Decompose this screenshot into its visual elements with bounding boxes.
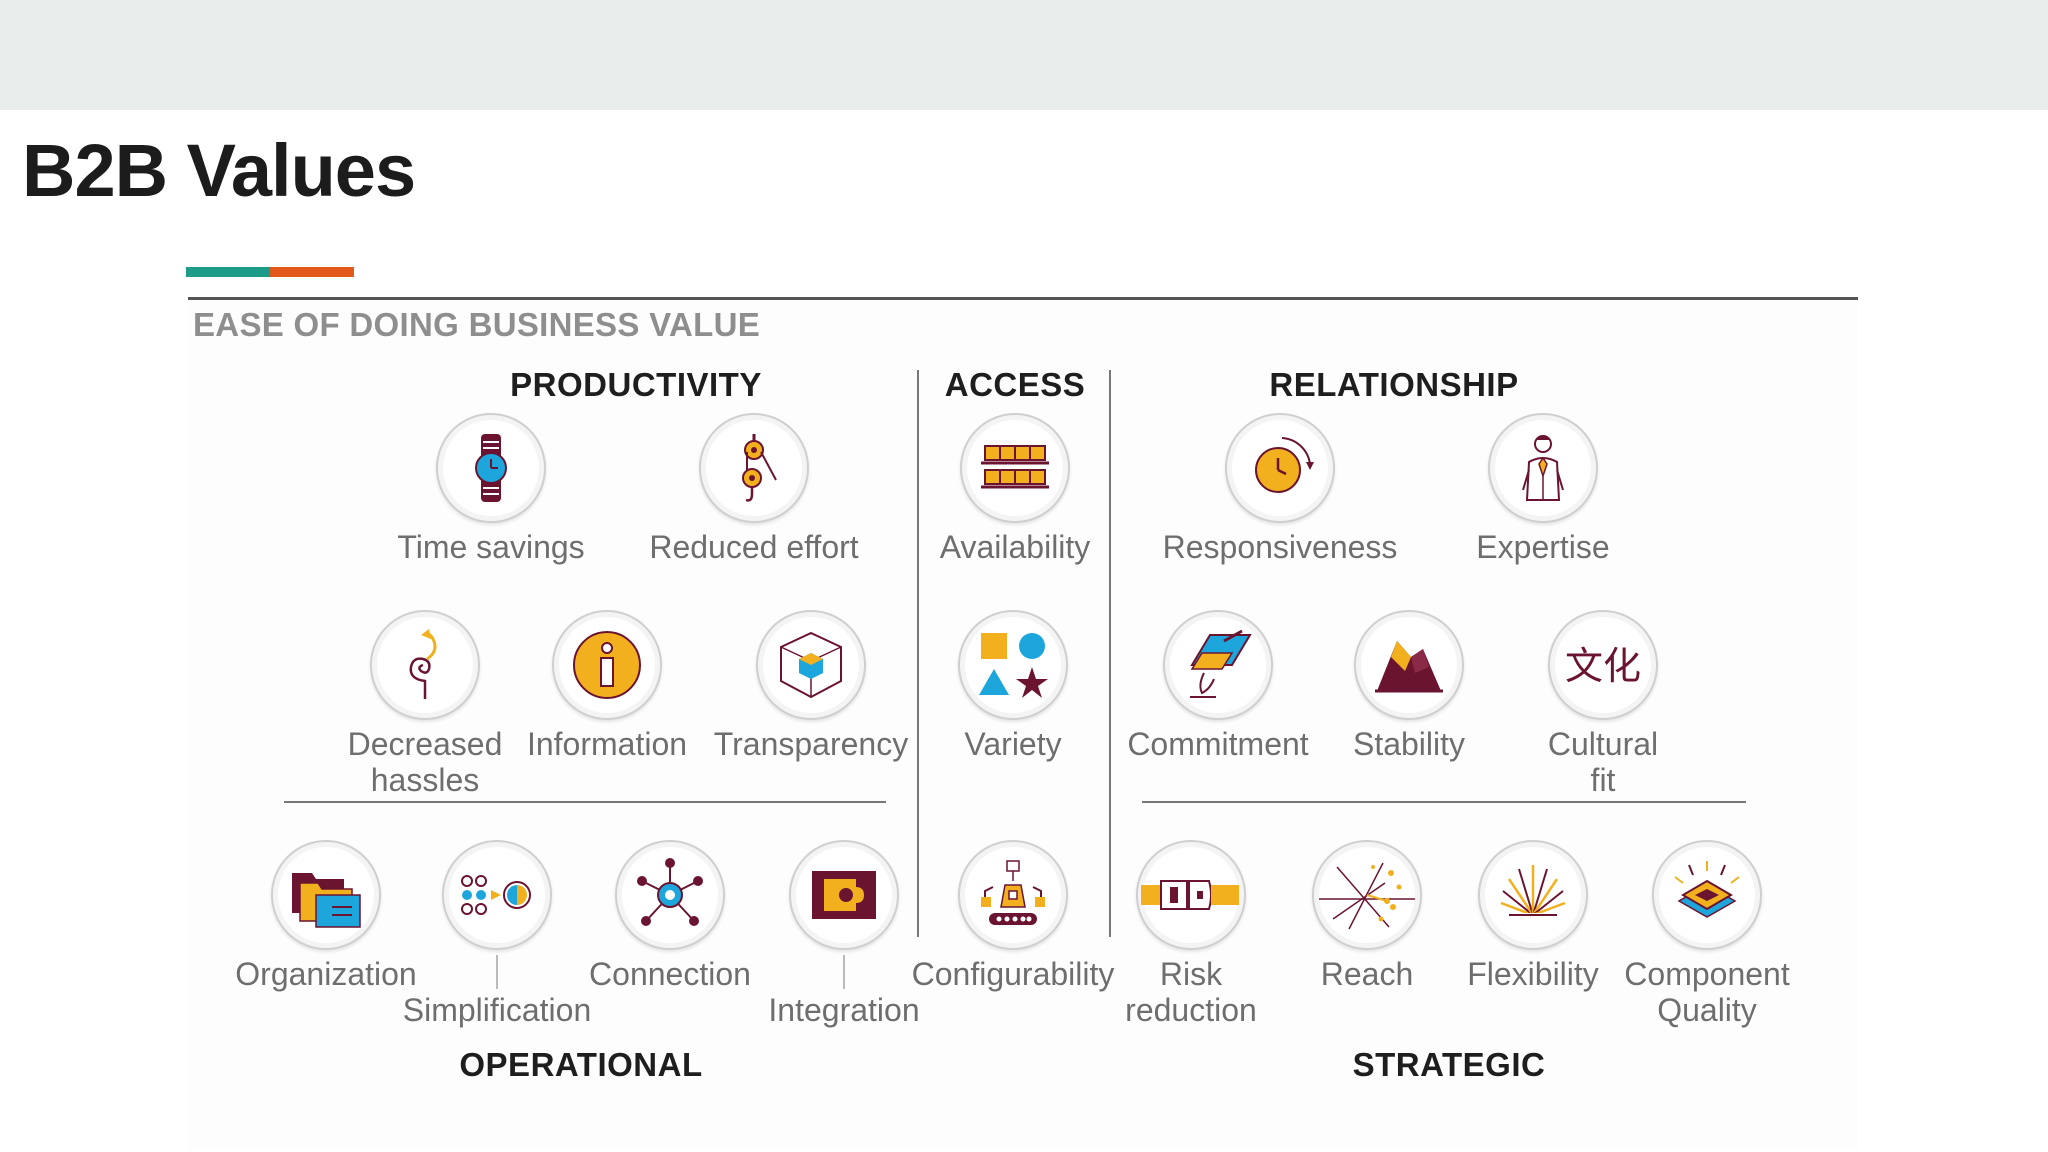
value-stability: Stability	[1304, 610, 1514, 762]
top-band	[0, 0, 2048, 110]
infographic-top-rule	[188, 297, 1858, 300]
value-configurability: Configurability	[908, 840, 1118, 992]
label-stability: Stability	[1352, 726, 1466, 762]
professional-person-icon	[1488, 413, 1598, 523]
shapes-icon	[958, 610, 1068, 720]
label-transparency: Transparency	[713, 726, 909, 762]
fan-rays	[1500, 865, 1566, 917]
label-risk-reduction-line2: reduction	[1125, 992, 1257, 1028]
label-decreased-hassles-line2: hassles	[370, 762, 480, 798]
label-decreased-hassles: Decreased hassles	[348, 726, 503, 798]
seatbelt-buckle-icon	[1136, 840, 1246, 950]
value-flexibility: Flexibility	[1428, 840, 1638, 992]
label-reach: Reach	[1320, 956, 1414, 992]
label-availability: Availability	[939, 529, 1091, 565]
heading-operational: OPERATIONAL	[459, 1046, 703, 1083]
value-information: Information	[502, 610, 712, 762]
label-expertise: Expertise	[1476, 529, 1610, 565]
culture-glyph-text: 文化	[1565, 644, 1641, 688]
assembly-line-icon	[958, 840, 1068, 950]
value-organization: Organization	[221, 840, 431, 992]
accent-bar-teal	[186, 267, 270, 277]
pulley-icon	[699, 413, 809, 523]
value-connection: Connection	[565, 840, 775, 992]
untangled-path-icon	[370, 610, 480, 720]
divider-productivity-operational	[284, 801, 886, 803]
accent-bar-orange	[270, 267, 354, 277]
folders-icon	[271, 840, 381, 950]
label-responsiveness: Responsiveness	[1162, 529, 1398, 565]
signed-contract-icon	[1163, 610, 1273, 720]
rock-icon	[1354, 610, 1464, 720]
value-component-quality: Component Quality	[1602, 840, 1812, 1028]
divider-relationship-strategic	[1142, 801, 1746, 803]
microchip-icon	[1652, 840, 1762, 950]
puzzle-piece-icon	[789, 840, 899, 950]
slide-title: B2B Values	[22, 129, 416, 212]
watch-icon	[436, 413, 546, 523]
label-component-quality-line1: Component	[1624, 956, 1790, 992]
label-risk-reduction: Risk reduction	[1125, 956, 1257, 1028]
label-component-quality-line2: Quality	[1657, 992, 1757, 1028]
clock-icon	[1225, 413, 1335, 523]
radiating-lines-icon	[1312, 840, 1422, 950]
transparent-cube-icon	[756, 610, 866, 720]
dots-funnel-icon	[442, 840, 552, 950]
heading-productivity: PRODUCTIVITY	[510, 366, 762, 403]
info-icon	[552, 610, 662, 720]
network-hub-icon	[615, 840, 725, 950]
label-information: Information	[526, 726, 688, 762]
infographic-subtitle: EASE OF DOING BUSINESS VALUE	[193, 306, 761, 343]
label-component-quality: Component Quality	[1624, 956, 1789, 1028]
label-connection: Connection	[589, 956, 751, 992]
fan-burst-icon	[1478, 840, 1588, 950]
divider-access-right	[1109, 370, 1111, 937]
label-cultural-fit: Cultural fit	[1548, 726, 1658, 798]
label-flexibility: Flexibility	[1467, 956, 1599, 992]
value-time-savings: Time savings	[386, 413, 596, 565]
value-integration: Integration	[739, 840, 949, 1028]
value-transparency: Transparency	[706, 610, 916, 762]
heading-relationship: RELATIONSHIP	[1269, 366, 1519, 403]
value-variety: Variety	[908, 610, 1118, 762]
label-commitment: Commitment	[1127, 726, 1309, 762]
label-decreased-hassles-line1: Decreased	[347, 726, 503, 762]
value-responsiveness: Responsiveness	[1163, 413, 1397, 565]
value-cultural-fit: 文化 Cultural fit	[1498, 610, 1708, 798]
label-configurability: Configurability	[911, 956, 1115, 992]
label-cultural-fit-line1: Cultural	[1547, 726, 1659, 762]
value-availability: Availability	[910, 413, 1120, 565]
label-tick-integration	[843, 955, 845, 989]
label-integration: Integration	[768, 992, 920, 1028]
value-expertise: Expertise	[1438, 413, 1648, 565]
value-reduced-effort: Reduced effort	[649, 413, 859, 565]
stocked-shelf-icon	[960, 413, 1070, 523]
value-reach: Reach	[1262, 840, 1472, 992]
label-reduced-effort: Reduced effort	[649, 529, 859, 565]
label-organization: Organization	[235, 956, 417, 992]
culture-glyph-icon: 文化	[1548, 610, 1658, 720]
value-risk-reduction: Risk reduction	[1086, 840, 1296, 1028]
divider-access-left	[917, 370, 919, 937]
label-cultural-fit-line2: fit	[1590, 762, 1616, 798]
label-tick-simplification	[496, 955, 498, 989]
label-time-savings: Time savings	[397, 529, 585, 565]
label-risk-reduction-line1: Risk	[1159, 956, 1223, 992]
label-variety: Variety	[964, 726, 1062, 762]
value-commitment: Commitment	[1113, 610, 1323, 762]
value-simplification: Simplification	[392, 840, 602, 1028]
value-decreased-hassles: Decreased hassles	[320, 610, 530, 798]
heading-access: ACCESS	[944, 366, 1086, 403]
heading-strategic: STRATEGIC	[1352, 1046, 1546, 1083]
label-simplification: Simplification	[402, 992, 592, 1028]
